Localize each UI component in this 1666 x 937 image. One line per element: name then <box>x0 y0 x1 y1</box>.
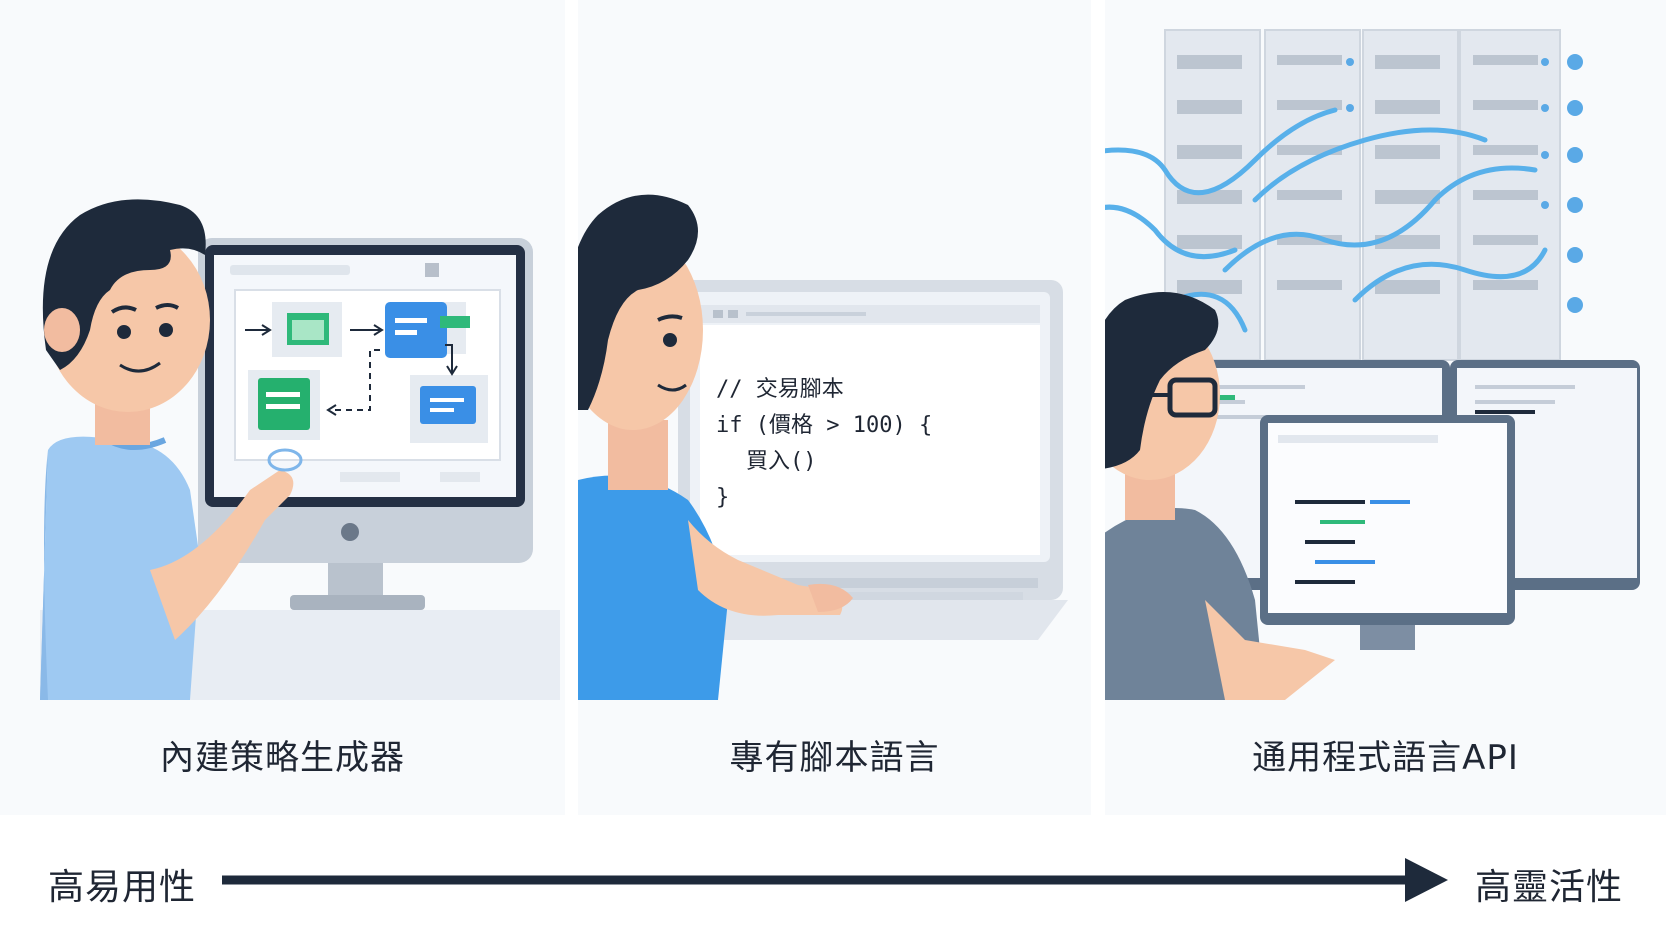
panel-strategy-generator: 內建策略生成器 <box>0 0 565 815</box>
code-line-action: 買入() <box>746 449 817 474</box>
panel-label-script-language: 專有腳本語言 <box>729 738 940 778</box>
panel-programming-api: 通用程式語言API <box>1105 0 1666 815</box>
code-line-comment: // 交易腳本 <box>716 377 844 402</box>
axis-label-flexibility: 高靈活性 <box>1475 867 1624 908</box>
spectrum-bar <box>0 820 1666 937</box>
panel-script-language: // 交易腳本 if (價格 > 100) { 買入() } 專有腳本語言 <box>578 0 1091 815</box>
panel-label-strategy-generator: 內建策略生成器 <box>160 738 405 778</box>
panel-label-programming-api: 通用程式語言API <box>1252 738 1519 778</box>
code-line-close: } <box>716 485 730 510</box>
programming-api-illustration <box>1105 0 1666 700</box>
code-line-condition: if (價格 > 100) { <box>716 413 933 438</box>
code-editor: // 交易腳本 if (價格 > 100) { 買入() } <box>716 372 1016 516</box>
script-language-illustration <box>578 0 1091 700</box>
strategy-generator-illustration <box>0 0 565 700</box>
axis-label-usability: 高易用性 <box>48 867 197 908</box>
